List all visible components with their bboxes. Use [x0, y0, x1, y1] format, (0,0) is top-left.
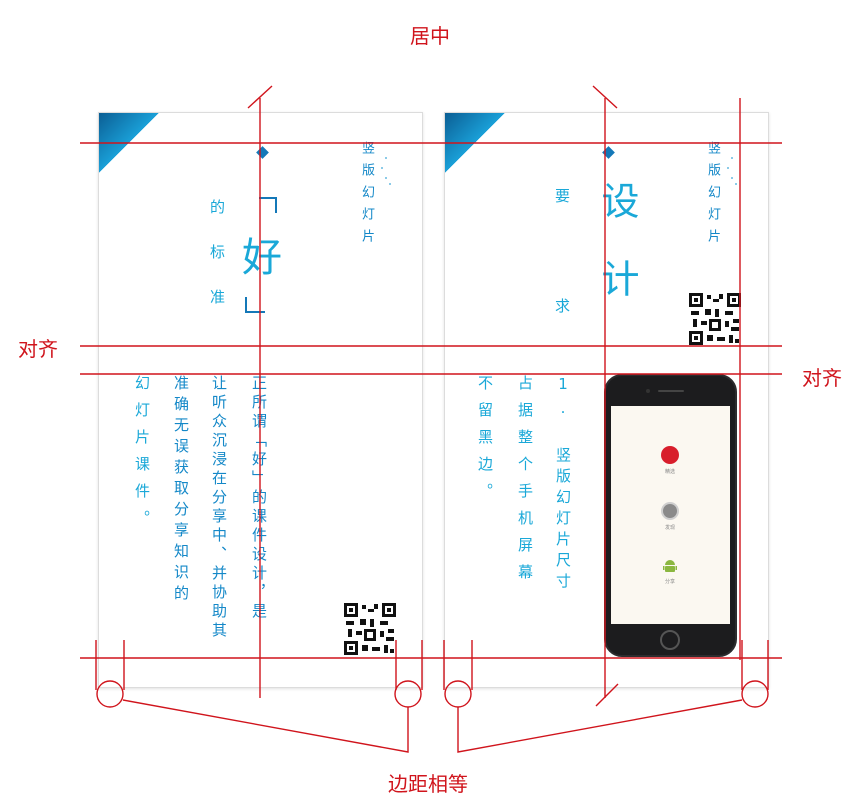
body-col-4: 幻灯片课件。: [133, 375, 151, 537]
diamond-mark: [602, 146, 615, 159]
bracket-bottom: [245, 297, 265, 313]
app-label-1: 精选: [665, 469, 676, 475]
home-button: [660, 630, 680, 650]
side-char-top: 要: [555, 187, 571, 205]
body-col-3: 准确无误获取分享知识的: [172, 375, 190, 606]
body-col-2: 占据整个手机屏幕: [516, 375, 534, 591]
big-char: 好: [242, 235, 282, 281]
phone-mockup: 精选 发现 分享: [604, 374, 737, 657]
body-col-3: 不留黑边。: [476, 375, 494, 510]
qr-code: [689, 293, 741, 345]
bracket-top: [259, 197, 277, 213]
body-col-1: 正所谓「好」的课件设计，是: [250, 375, 268, 622]
app-label-2: 发现: [665, 525, 676, 531]
corner-decoration: [445, 113, 505, 173]
app-icon-red: [661, 446, 679, 464]
slide-title-small: 竖版幻灯片: [705, 141, 720, 251]
phone-camera: [646, 389, 650, 393]
side-char-bottom: 求: [555, 297, 571, 315]
app-label-3: 分享: [665, 579, 676, 585]
body-col-1: 1. 竖版幻灯片尺寸: [554, 375, 572, 594]
diamond-mark: [256, 146, 269, 159]
big-chars: 设计: [595, 181, 639, 337]
align-label-left: 对齐: [18, 337, 58, 361]
corner-decoration: [99, 113, 159, 173]
qr-code: [344, 603, 396, 655]
phone-speaker: [658, 390, 684, 392]
margins-equal-label: 边距相等: [388, 772, 468, 796]
slide-title-small: 竖版幻灯片: [359, 141, 374, 251]
slide-left: 竖版幻灯片 的标准 好 正所谓「好」的课件设计，是 让听众沉浸在分享中、并协助其…: [98, 112, 423, 688]
dot-decoration: [725, 153, 739, 187]
app-icon-gray: [661, 502, 679, 520]
android-icon: [662, 558, 678, 574]
align-label-right: 对齐: [802, 366, 842, 390]
phone-screen: 精选 发现 分享: [611, 406, 730, 624]
body-col-2: 让听众沉浸在分享中、并协助其: [210, 375, 228, 641]
dot-decoration: [379, 153, 393, 187]
center-label: 居中: [410, 24, 450, 48]
slide-side-chars: 的标准: [208, 199, 226, 334]
